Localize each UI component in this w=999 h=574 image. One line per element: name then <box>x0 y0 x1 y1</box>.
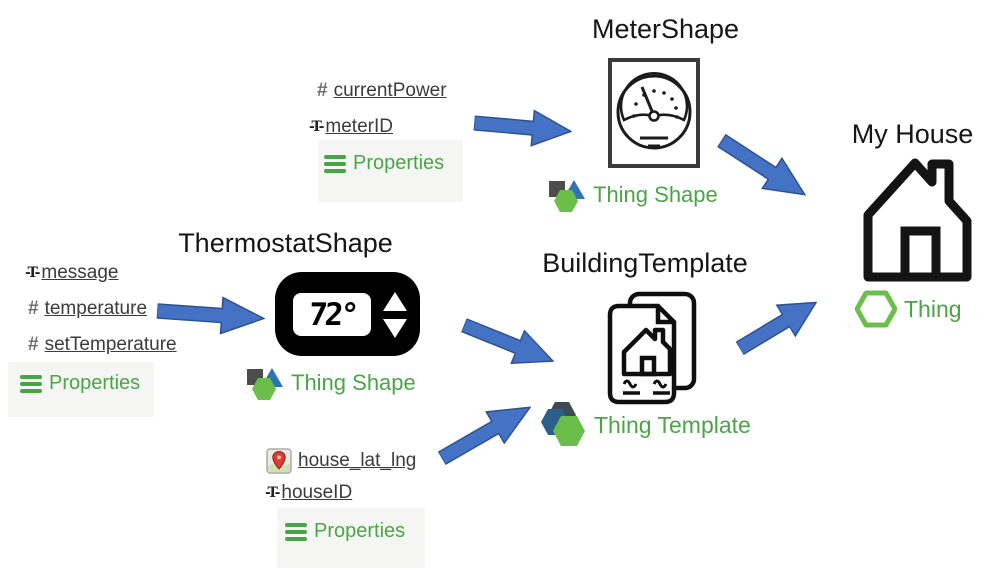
thermostat-icon: 72° <box>275 272 420 356</box>
building-type-row: Thing Template <box>538 402 751 448</box>
thing-shape-icon <box>549 180 585 212</box>
property-link-temperature[interactable]: temperature <box>44 298 148 319</box>
thing-hexagon-icon <box>855 290 897 328</box>
thermostat-display: 72° <box>293 293 371 336</box>
text-type-icon: -T- <box>309 119 324 135</box>
temperature-readout: 72° <box>307 296 357 333</box>
arrow-thermostat-to-building <box>455 308 561 384</box>
properties-menu-icon <box>324 154 346 173</box>
node-title-building: BuildingTemplate <box>542 248 748 278</box>
properties-label: Properties <box>49 372 141 394</box>
property-row: # temperature <box>28 298 147 320</box>
arrow-meter-to-house <box>708 124 816 215</box>
property-link-setTemperature[interactable]: setTemperature <box>44 334 177 355</box>
arrow-props-to-thermostat <box>155 292 267 342</box>
properties-label: Properties <box>314 520 406 542</box>
property-link-message[interactable]: message <box>41 262 119 283</box>
document-stack-icon <box>602 290 702 411</box>
location-type-icon <box>266 448 292 474</box>
property-row: # currentPower <box>317 80 447 102</box>
node-title-thermostat: ThermostatShape <box>178 228 393 258</box>
type-label: Thing Template <box>594 411 751 438</box>
property-row: -T- meterID <box>309 116 393 138</box>
node-title-house: My House <box>851 119 974 149</box>
text-type-icon: -T- <box>265 485 280 501</box>
node-title-meter: MeterShape <box>591 14 740 44</box>
thing-shape-icon <box>247 368 283 400</box>
up-down-buttons-icon[interactable] <box>382 290 408 340</box>
properties-footer: Properties <box>285 520 405 543</box>
house-icon <box>856 150 978 287</box>
property-link-currentPower[interactable]: currentPower <box>333 80 447 101</box>
text-type-icon: -T- <box>25 265 40 281</box>
house-type-row: Thing <box>855 290 962 328</box>
meter-type-row: Thing Shape <box>549 177 718 213</box>
number-type-icon: # <box>28 298 39 319</box>
property-row: house_lat_lng <box>266 448 416 474</box>
arrow-building-to-house <box>730 286 829 369</box>
properties-footer: Properties <box>324 152 444 175</box>
type-label: Thing Shape <box>593 182 718 207</box>
type-label: Thing <box>904 295 962 322</box>
number-type-icon: # <box>28 334 39 355</box>
gauge-icon <box>608 58 700 173</box>
property-row: -T- message <box>25 262 119 284</box>
arrow-props-to-building <box>432 390 543 479</box>
property-row: # setTemperature <box>28 334 177 356</box>
property-link-house_lat_lng[interactable]: house_lat_lng <box>298 450 417 471</box>
properties-menu-icon <box>285 522 307 541</box>
property-row: -T- houseID <box>265 482 352 504</box>
thing-template-icon <box>541 402 585 446</box>
thermostat-type-row: Thing Shape <box>247 365 416 401</box>
number-type-icon: # <box>317 80 328 101</box>
property-link-meterID[interactable]: meterID <box>325 116 393 137</box>
properties-menu-icon <box>20 374 42 393</box>
properties-label: Properties <box>353 152 445 174</box>
arrow-props-to-meter <box>472 104 573 155</box>
type-label: Thing Shape <box>291 370 416 395</box>
property-link-houseID[interactable]: houseID <box>281 482 353 503</box>
properties-footer: Properties <box>20 372 140 395</box>
